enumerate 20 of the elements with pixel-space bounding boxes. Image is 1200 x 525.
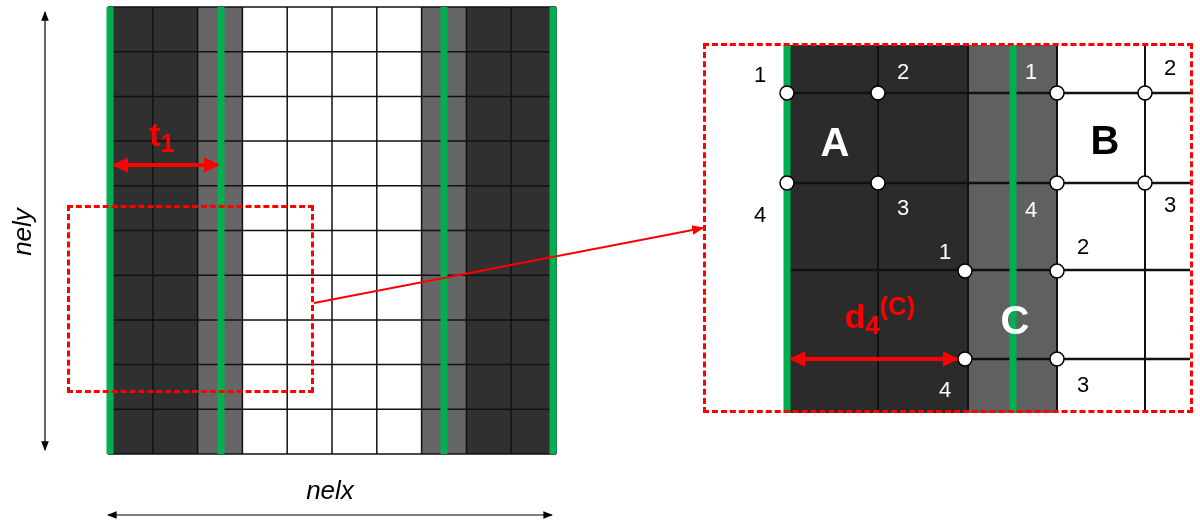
diagram-label: 1: [753, 64, 767, 86]
diagram-label: 3: [1163, 194, 1177, 216]
diagram-label: nely: [9, 208, 35, 256]
diagram-label: A: [820, 122, 850, 162]
zoom-region-frame: [703, 43, 1193, 413]
diagram-label: 2: [1163, 57, 1177, 79]
arrow: [313, 225, 705, 304]
diagram-label: nelx: [306, 477, 354, 503]
diagram-label: 3: [1076, 374, 1090, 396]
diagram-label: 4: [938, 379, 952, 401]
diagram-label: 4: [1024, 199, 1038, 221]
diagram-label: 1: [1024, 61, 1038, 83]
diagram-label: 4: [753, 204, 767, 226]
zoom-region-frame: [67, 205, 314, 393]
diagram-label: 3: [896, 197, 910, 219]
diagram-label: t$_{1}$: [149, 117, 175, 151]
diagram-label: B: [1090, 120, 1120, 160]
diagram-label: 2: [896, 61, 910, 83]
diagram-label: 1: [938, 241, 952, 263]
diagram-label: 2: [1076, 236, 1090, 258]
